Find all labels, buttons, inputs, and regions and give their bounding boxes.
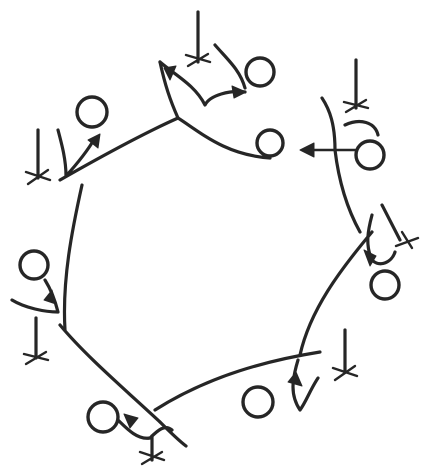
edge-n3-n4 bbox=[300, 232, 372, 355]
cell-arm-n3 bbox=[345, 122, 378, 135]
node-n1 bbox=[160, 12, 274, 105]
anchor-stem-n4 bbox=[382, 205, 400, 240]
arrowhead-n7 bbox=[44, 290, 56, 304]
edge-n7-tail bbox=[160, 422, 186, 446]
cell-circle-n6 bbox=[88, 402, 118, 432]
node-n3 bbox=[300, 60, 384, 169]
cell-circle-n4 bbox=[371, 271, 399, 299]
cell-body-n3 bbox=[322, 98, 335, 150]
node-n5 bbox=[243, 330, 357, 417]
cell-circle-n8 bbox=[77, 97, 107, 127]
node-n2 bbox=[257, 130, 283, 156]
edge-n8-n1 bbox=[60, 118, 178, 180]
cell-circle-n7 bbox=[20, 251, 48, 279]
cell-circle-n2 bbox=[257, 130, 283, 156]
node-n7 bbox=[12, 251, 58, 364]
arrowhead-n5 bbox=[288, 372, 302, 386]
cell-body-n6 bbox=[118, 420, 172, 438]
node-n4 bbox=[364, 205, 418, 299]
edge-n6-n7 bbox=[64, 185, 82, 330]
cell-circle-n5 bbox=[243, 387, 273, 417]
node-n6 bbox=[88, 402, 172, 464]
cell-circle-n3 bbox=[356, 141, 384, 169]
cell-circle-n1 bbox=[246, 58, 274, 86]
node-n8 bbox=[26, 97, 107, 184]
cell-arm-n1 bbox=[215, 45, 245, 88]
